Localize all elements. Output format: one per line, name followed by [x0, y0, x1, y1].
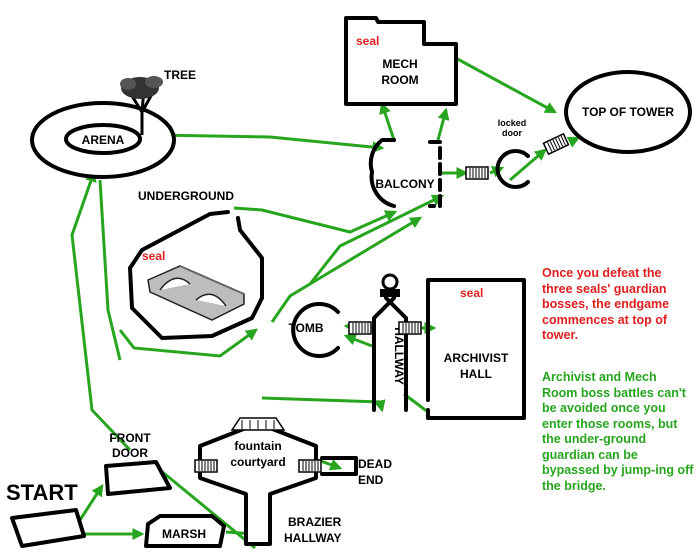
tree-icon: [120, 76, 163, 135]
mech-room-seal: seal: [356, 34, 379, 48]
locked-door-label-2: door: [502, 128, 522, 138]
brazier-hallway-label-1: BRAZIER: [288, 515, 342, 529]
marsh-label: MARSH: [162, 527, 206, 541]
hallway-room: HALLWAY: [372, 273, 408, 412]
gate-icon: [194, 459, 218, 473]
archivist-hall-label-1: ARCHIVIST: [444, 351, 509, 365]
front-door-label-2: DOOR: [112, 446, 148, 460]
dead-end-label-2: END: [358, 473, 384, 487]
archivist-hall-label-2: HALL: [460, 367, 492, 381]
seals-note: Once you defeat the three seals' guardia…: [542, 266, 670, 342]
mech-room: seal MECH ROOM: [344, 16, 458, 106]
arena-room: ARENA: [30, 101, 176, 179]
fountain-gate-icon: [230, 417, 286, 431]
balcony-room: BALCONY: [368, 138, 442, 208]
brazier-hallway-label-2: HALLWAY: [284, 531, 342, 545]
tomb-label: TOMB: [288, 321, 323, 335]
underground-label: UNDERGROUND: [138, 189, 234, 203]
stone-bridge-icon: [147, 265, 245, 321]
gate-icon: [542, 133, 570, 155]
marsh-room: MARSH: [144, 514, 226, 548]
archivist-hall-seal: seal: [460, 286, 483, 300]
front-door-label-1: FRONT: [109, 431, 151, 445]
mech-room-label-2: ROOM: [381, 73, 418, 87]
dead-end-label-1: DEAD: [358, 457, 392, 471]
tomb-room: TOMB: [288, 302, 340, 358]
locked-door-label-1: locked: [498, 118, 527, 128]
tree-label: TREE: [164, 68, 196, 82]
gate-icon: [398, 321, 422, 335]
archivist-hall-room: seal ARCHIVIST HALL: [426, 278, 526, 420]
locked-door: locked door: [495, 118, 530, 189]
underground-seal: seal: [142, 249, 165, 263]
start-label: START: [6, 480, 78, 505]
fountain-courtyard-label-1: fountain: [234, 439, 281, 453]
underground-room: seal: [128, 210, 264, 340]
balcony-label: BALCONY: [375, 177, 434, 191]
front-door-room: FRONT DOOR: [104, 431, 172, 496]
gate-icon: [348, 321, 372, 335]
start-room: [10, 508, 86, 548]
fountain-courtyard-room: fountain courtyard: [198, 417, 318, 546]
dead-end: DEAD END: [320, 456, 392, 487]
arena-label: ARENA: [82, 133, 125, 147]
top-of-tower-room: TOP OF TOWER: [564, 70, 692, 154]
fountain-courtyard-label-2: courtyard: [230, 455, 285, 469]
hallway-label: HALLWAY: [392, 327, 406, 385]
gate-icon: [465, 166, 489, 180]
connection-paths: [70, 54, 581, 550]
gate-icon: [298, 459, 322, 473]
mech-room-label-1: MECH: [382, 57, 417, 71]
bell-icon: [380, 273, 400, 297]
top-of-tower-label: TOP OF TOWER: [582, 105, 674, 119]
bosses-note: Archivist and Mech Room boss battles can…: [542, 370, 694, 493]
